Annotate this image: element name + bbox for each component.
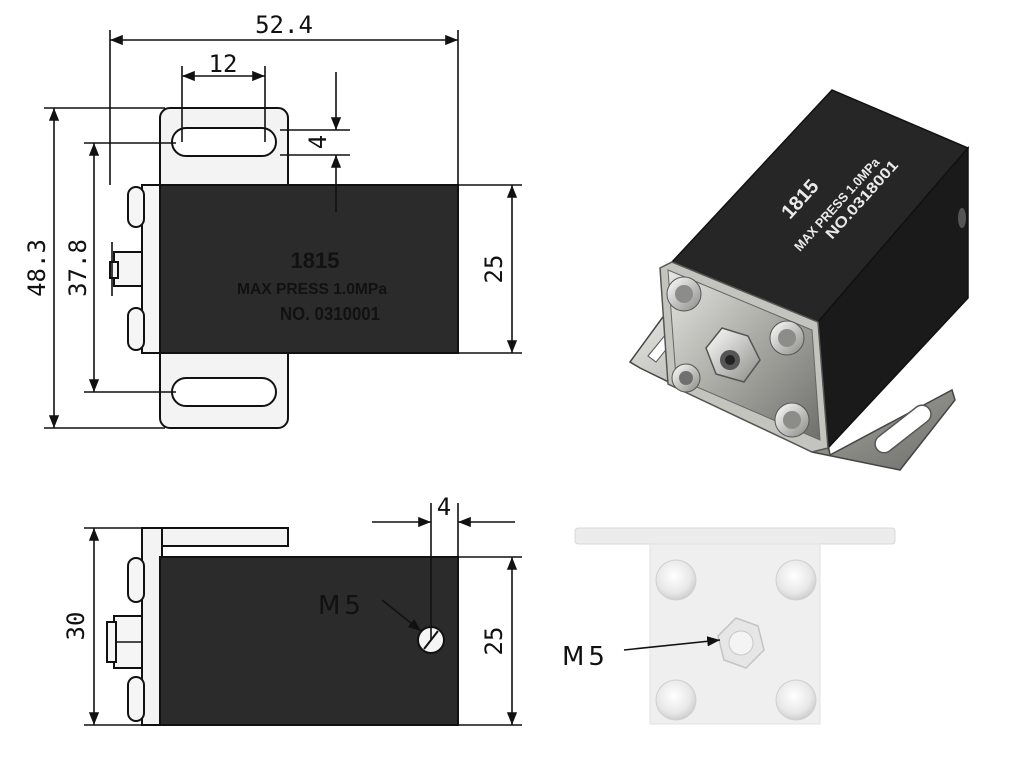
body-serial-label: NO. 0310001 bbox=[280, 304, 380, 324]
iso-bolt-2 bbox=[769, 320, 805, 356]
screw-head-top bbox=[127, 186, 145, 228]
iso-bolt-3 bbox=[671, 363, 701, 393]
valve-body-side bbox=[159, 556, 459, 726]
iso-port-fitting bbox=[705, 327, 761, 383]
end-hole-top-right bbox=[775, 559, 817, 601]
dimension-body-height: 25 bbox=[458, 184, 522, 354]
dim-slot-width-text: 12 bbox=[209, 50, 238, 78]
upper-slot bbox=[171, 127, 277, 157]
isometric-view: 1815 MAX PRESS 1.0MPa NO.0318001 bbox=[628, 89, 970, 471]
dim-overall-height-text: 48.3 bbox=[23, 239, 51, 297]
dimension-side-height: 30 bbox=[62, 527, 160, 726]
end-bracket-flange bbox=[574, 527, 896, 545]
end-hole-bottom-right bbox=[775, 679, 817, 721]
side-view: M5 4 30 25 bbox=[62, 493, 522, 726]
dim-slot-offset-text: 4 bbox=[304, 135, 332, 149]
dimension-slot-pitch: 37.8 bbox=[64, 142, 176, 393]
side-screw-bottom bbox=[127, 676, 145, 722]
dim-body-height-text: 25 bbox=[480, 255, 508, 284]
dimension-side-body-height: 25 bbox=[458, 556, 522, 726]
end-view: M5 bbox=[562, 527, 896, 725]
iso-side-port bbox=[958, 208, 966, 228]
dim-side-height-text: 30 bbox=[62, 612, 90, 641]
end-port-callout: M5 bbox=[562, 642, 609, 672]
side-bracket-flange bbox=[159, 527, 289, 547]
side-port-callout: M5 bbox=[318, 591, 365, 621]
dimension-slot-width: 12 bbox=[181, 50, 266, 142]
end-hole-top-left bbox=[655, 559, 697, 601]
dim-port-offset-text: 4 bbox=[437, 493, 451, 521]
dim-slot-pitch-text: 37.8 bbox=[64, 239, 92, 297]
body-pressure-label: MAX PRESS 1.0MPa bbox=[237, 281, 387, 298]
body-model-label: 1815 bbox=[291, 248, 340, 273]
dimension-overall-length: 52.4 bbox=[109, 11, 459, 185]
top-view: 1815 MAX PRESS 1.0MPa NO. 0310001 52.4 1… bbox=[23, 11, 522, 429]
port-nut bbox=[109, 261, 119, 279]
side-nut bbox=[106, 621, 117, 663]
dimension-port-offset: 4 bbox=[372, 493, 515, 640]
dimension-overall-height: 48.3 bbox=[23, 107, 165, 429]
lower-slot bbox=[171, 377, 277, 407]
dim-side-body-height-text: 25 bbox=[480, 627, 508, 656]
dim-overall-length-text: 52.4 bbox=[255, 11, 313, 39]
end-hole-bottom-left bbox=[655, 679, 697, 721]
iso-bolt-1 bbox=[666, 276, 702, 312]
end-port-fitting bbox=[717, 617, 765, 669]
dimension-slot-offset: 4 bbox=[280, 72, 350, 212]
iso-bolt-4 bbox=[774, 402, 810, 438]
iso-slot-right bbox=[874, 404, 932, 454]
screw-head-bottom bbox=[127, 307, 145, 351]
valve-body-top bbox=[159, 184, 459, 354]
side-screw-top bbox=[127, 557, 145, 603]
